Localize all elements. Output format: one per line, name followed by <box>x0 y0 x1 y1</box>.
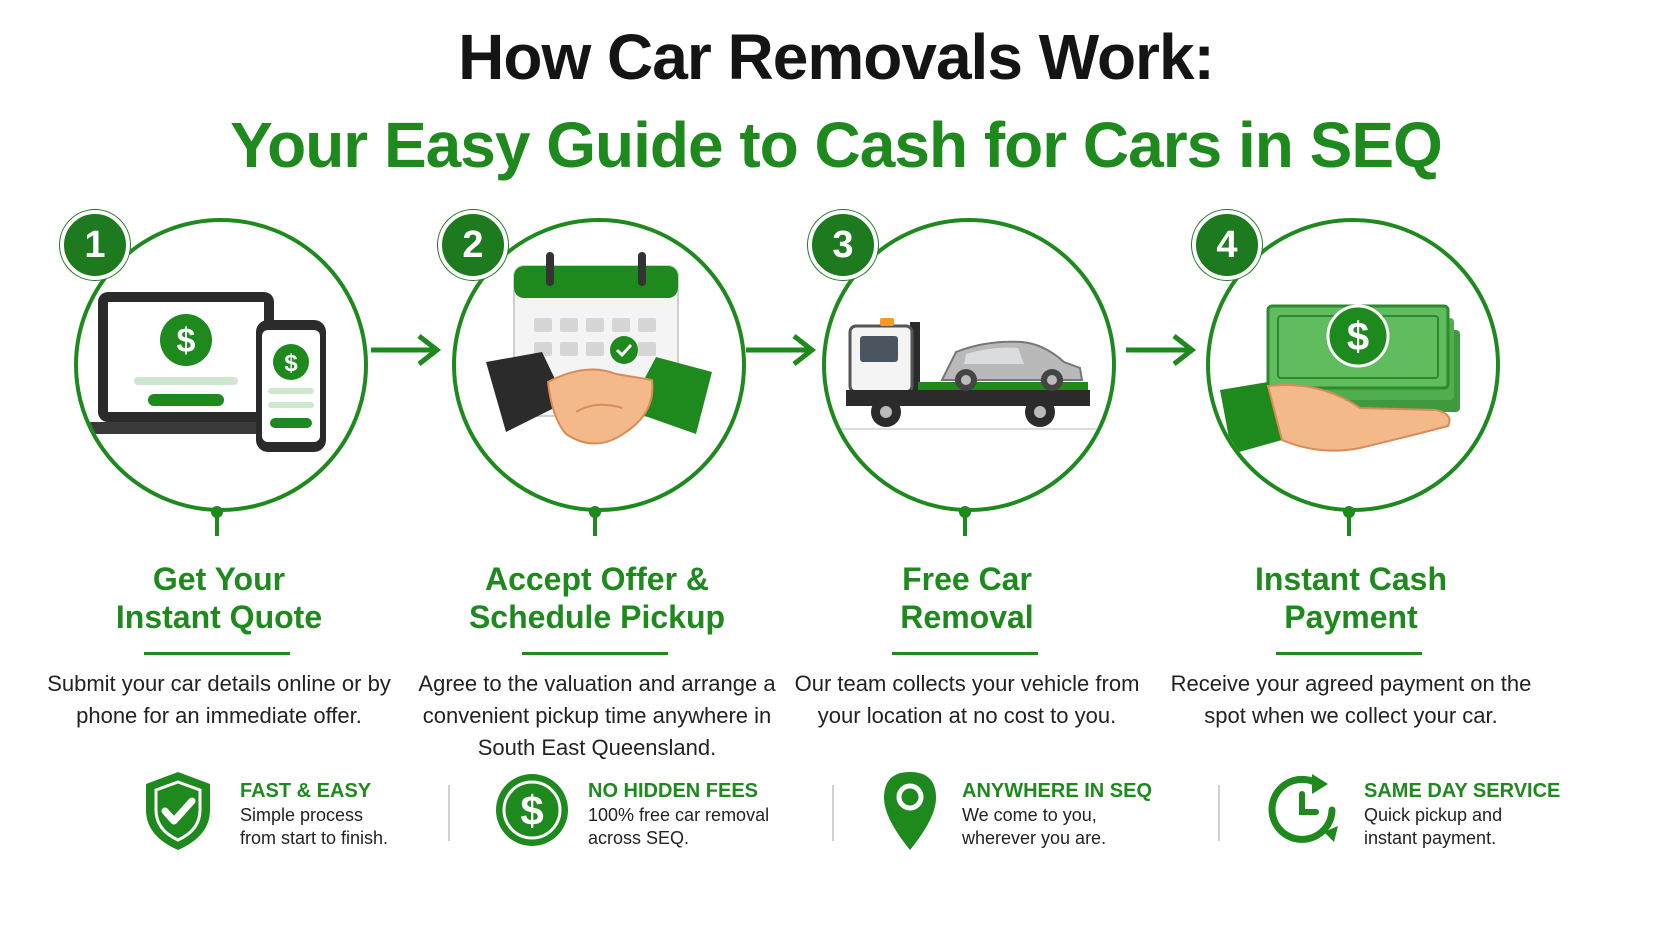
feature-no-hidden-fees-text: 100% free car removal across SEQ. <box>588 805 770 848</box>
step-1-title-line2: Instant Quote <box>115 599 323 635</box>
step-2-title-line1: Accept Offer & <box>484 561 710 597</box>
step-4-connector <box>1343 506 1355 536</box>
step-4-title: Instant Cash Payment <box>1156 560 1546 636</box>
calendar-handshake-icon <box>486 252 712 445</box>
step-3-title: Free Car Removal <box>772 560 1162 636</box>
feature-no-hidden-fees-title: NO HIDDEN FEES <box>588 780 759 802</box>
hand-cash-icon: $ <box>1220 304 1460 454</box>
feature-divider <box>1218 785 1220 841</box>
feature-fast-easy-title: FAST & EASY <box>240 780 372 802</box>
feature-no-hidden-fees: $ NO HIDDEN FEES 100% free car removal a… <box>492 768 792 858</box>
feature-fast-easy: FAST & EASY Simple process from start to… <box>140 768 430 858</box>
feature-same-day-service: SAME DAY SERVICE Quick pickup and instan… <box>1262 768 1562 858</box>
step-2-title-line2: Schedule Pickup <box>468 599 726 635</box>
step-3-circle <box>822 218 1116 512</box>
step-3-divider <box>892 652 1038 655</box>
feature-anywhere-seq-title: ANYWHERE IN SEQ <box>962 780 1153 802</box>
feature-divider <box>448 785 450 841</box>
dollar-coin-icon: $ <box>496 774 568 846</box>
laptop-phone-dollar-icon: $ $ <box>82 292 326 452</box>
clock-refresh-icon <box>1268 774 1338 843</box>
step-2-divider <box>522 652 668 655</box>
step-4-number-badge: 4 <box>1192 210 1262 280</box>
step-4-title-line2: Payment <box>1284 599 1418 635</box>
step-4-description: Receive your agreed payment on the spot … <box>1170 671 1532 728</box>
feature-anywhere-seq-text: We come to you, wherever you are. <box>962 805 1107 848</box>
step-1-description: Submit your car details online or by pho… <box>47 671 391 728</box>
step-1-title: Get Your Instant Quote <box>24 560 414 636</box>
page-subtitle: Your Easy Guide to Cash for Cars in SEQ <box>230 109 1443 181</box>
feature-divider <box>832 785 834 841</box>
step-1-divider <box>144 652 290 655</box>
svg-text:$: $ <box>1347 315 1369 359</box>
feature-same-day-service-title: SAME DAY SERVICE <box>1364 780 1561 802</box>
step-2-number-badge: 2 <box>438 210 508 280</box>
step-3-title-line1: Free Car <box>902 561 1032 597</box>
page-title: How Car Removals Work: <box>458 21 1215 93</box>
svg-text:$: $ <box>520 787 543 834</box>
arrow-right-icon <box>371 334 442 366</box>
arrow-right-icon <box>1126 334 1197 366</box>
shield-check-icon <box>146 772 210 850</box>
step-2-description: Agree to the valuation and arrange a con… <box>418 671 776 760</box>
step-4-title-line1: Instant Cash <box>1254 561 1448 597</box>
tow-truck-icon <box>826 318 1112 430</box>
step-3-connector <box>959 506 971 536</box>
feature-anywhere-seq: ANYWHERE IN SEQ We come to you, wherever… <box>880 768 1180 858</box>
step-2-circle <box>452 218 746 512</box>
arrow-right-icon <box>746 334 817 366</box>
step-2-connector <box>589 506 601 536</box>
map-pin-icon <box>884 772 936 850</box>
svg-text:$: $ <box>284 350 298 377</box>
step-1-circle: $ $ <box>74 218 368 512</box>
step-1-number-badge: 1 <box>60 210 130 280</box>
step-4-divider <box>1276 652 1422 655</box>
step-2-title: Accept Offer & Schedule Pickup <box>402 560 792 636</box>
step-3-number-badge: 3 <box>808 210 878 280</box>
feature-fast-easy-text: Simple process from start to finish. <box>240 805 389 848</box>
svg-text:$: $ <box>177 322 196 360</box>
step-3-title-line2: Removal <box>900 599 1034 635</box>
step-1-title-line1: Get Your <box>152 561 286 597</box>
feature-same-day-service-text: Quick pickup and instant payment. <box>1364 805 1503 848</box>
step-1-connector <box>211 506 223 536</box>
step-3-description: Our team collects your vehicle from your… <box>794 671 1140 728</box>
